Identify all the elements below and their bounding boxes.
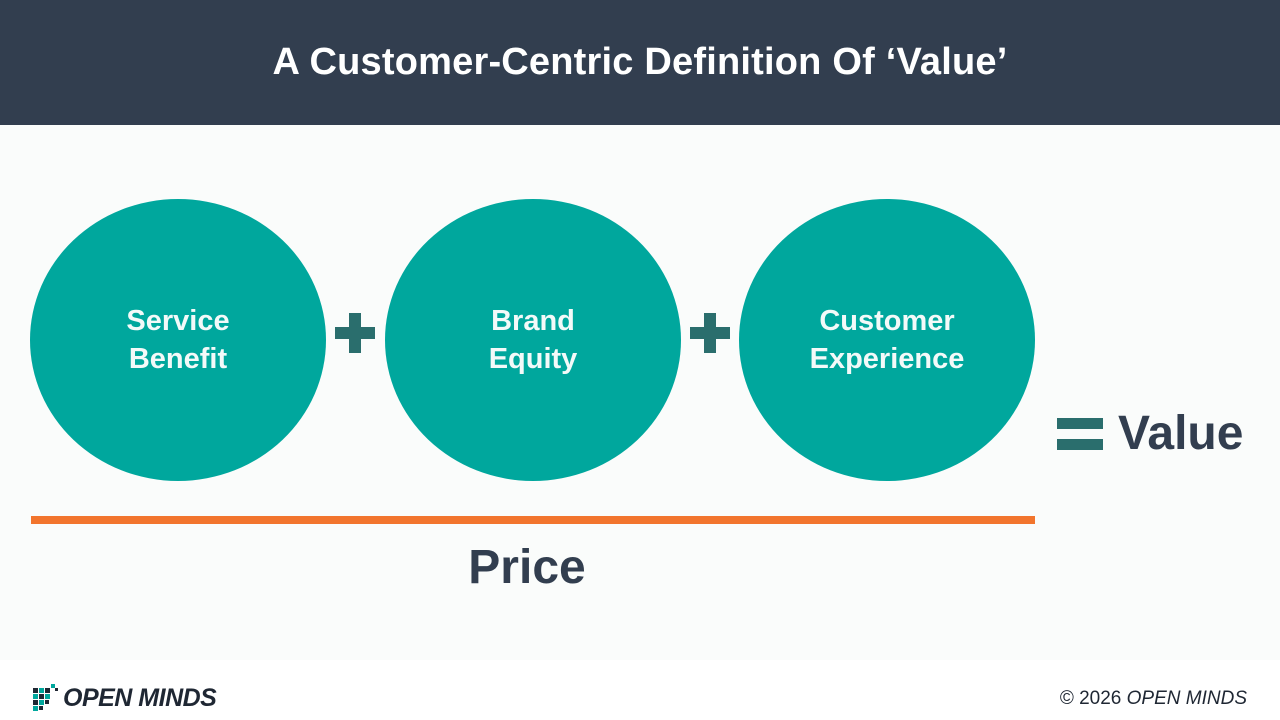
price-label: Price [468,541,586,594]
plus-icon [335,313,375,353]
title-bar: A Customer-Centric Definition Of ‘Value’ [0,0,1280,125]
brand-equity-circle: Brand Equity [385,199,681,481]
brand-equity-label: Brand Equity [488,305,578,375]
service-benefit-label: Service Benefit [126,305,230,375]
pixel-grid-icon [33,684,58,711]
logo-text: OPEN MINDS [63,683,217,712]
footer [0,660,1280,720]
copyright-notice: © 2026 OPEN MINDS [1060,688,1247,710]
copyright-brand: OPEN MINDS [1126,688,1247,709]
slide-title: A Customer-Centric Definition Of ‘Value’ [272,41,1008,83]
copyright-prefix: © 2026 [1059,688,1127,709]
equals-icon [1057,418,1103,450]
fraction-line [31,516,1035,524]
customer-experience-label: Customer Experience [809,305,965,375]
value-label: Value [1118,407,1244,460]
service-benefit-circle: Service Benefit [30,199,326,481]
customer-experience-circle: Customer Experience [739,199,1035,481]
plus-icon [690,313,730,353]
open-minds-logo: OPEN MINDS [33,683,217,712]
